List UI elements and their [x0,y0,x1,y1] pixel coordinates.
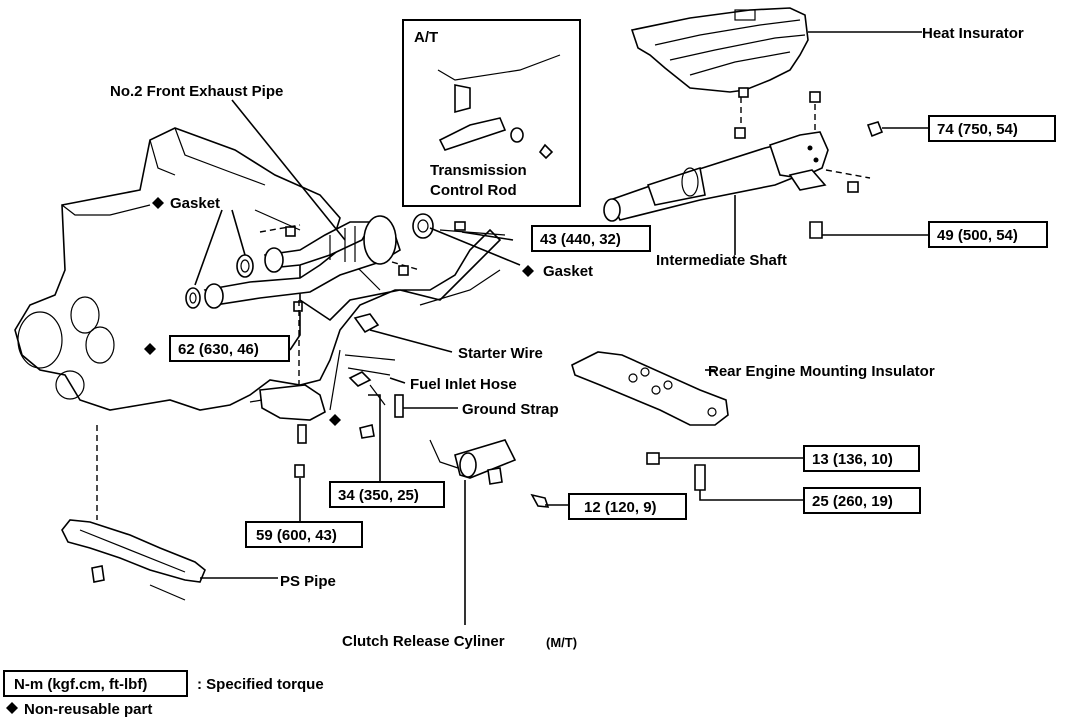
legend-torque-desc: : Specified torque [197,676,324,693]
intermediate-shaft [603,131,829,222]
ps-pipe [61,519,206,601]
label-ground-strap: Ground Strap [462,401,559,418]
label-gasket-left: Gasket [170,195,220,212]
torque-value: 74 (750, 54) [937,121,1018,138]
front-exhaust-pipe [203,215,401,309]
heat-insulator [630,7,809,98]
starter-fuel-area [329,313,404,439]
nonreusable-diamond-icon [144,343,156,355]
torque-value: 59 (600, 43) [256,527,337,544]
label-clutch-release-cylinder: Clutch Release Cyliner [342,633,505,650]
at-inset: A/T Transmission Control Rod [402,19,581,207]
transmission-control-rod-label-2: Control Rod [430,182,517,199]
torque-value: 34 (350, 25) [338,487,419,504]
torque-value: 43 (440, 32) [540,231,621,248]
nonreusable-diamond-icon [6,702,18,714]
gasket-upper-ring [236,254,254,278]
gasket-lower-ring [185,287,201,309]
torque-box-49: 49 (500, 54) [928,221,1048,248]
torque-value: 13 (136, 10) [812,451,893,468]
legend: N-m (kgf.cm, ft-lbf) : Specified torque … [3,670,324,718]
nonreusable-diamond-icon [152,197,164,209]
torque-box-43: 43 (440, 32) [531,225,651,252]
leader-lines [194,31,930,625]
torque-box-34: 34 (350, 25) [329,481,445,508]
label-rear-engine-mounting-insulator: Rear Engine Mounting Insulator [708,363,935,380]
torque-value: 25 (260, 19) [812,493,893,510]
legend-nonreusable-desc: Non-reusable part [24,701,152,718]
label-intermediate-shaft: Intermediate Shaft [656,252,787,269]
torque-value: 62 (630, 46) [178,341,259,358]
label-ps-pipe: PS Pipe [280,573,336,590]
legend-torque-unit: N-m (kgf.cm, ft-lbf) [14,676,147,693]
legend-torque-box [3,670,188,697]
label-starter-wire: Starter Wire [458,345,543,362]
label-front-exhaust-pipe: No.2 Front Exhaust Pipe [110,83,283,100]
nonreusable-diamond-icon [522,265,534,277]
torque-box-13: 13 (136, 10) [803,445,920,472]
at-title: A/T [414,29,438,46]
gasket-rear-ring [412,213,434,239]
nonreusable-diamond-icon [329,414,341,426]
torque-box-62: 62 (630, 46) [169,335,290,362]
label-heat-insulator: Heat Insurator [922,25,1024,42]
label-fuel-inlet-hose: Fuel Inlet Hose [410,376,517,393]
at-inset-frame [402,19,581,207]
torque-box-59: 59 (600, 43) [245,521,363,548]
label-gasket-right: Gasket [543,263,593,280]
torque-value: 12 (120, 9) [584,499,657,516]
torque-box-12: 12 (120, 9) [568,493,687,520]
torque-box-74: 74 (750, 54) [928,115,1056,142]
transmission-control-rod-label-1: Transmission [430,162,527,179]
label-clutch-release-cylinder-suffix: (M/T) [546,635,577,650]
torque-value: 49 (500, 54) [937,227,1018,244]
clutch-release-cylinder [429,439,550,508]
rear-mount-insulator [571,351,729,426]
torque-box-25: 25 (260, 19) [803,487,921,514]
engine-block [14,127,502,411]
engine-mount [96,300,326,520]
